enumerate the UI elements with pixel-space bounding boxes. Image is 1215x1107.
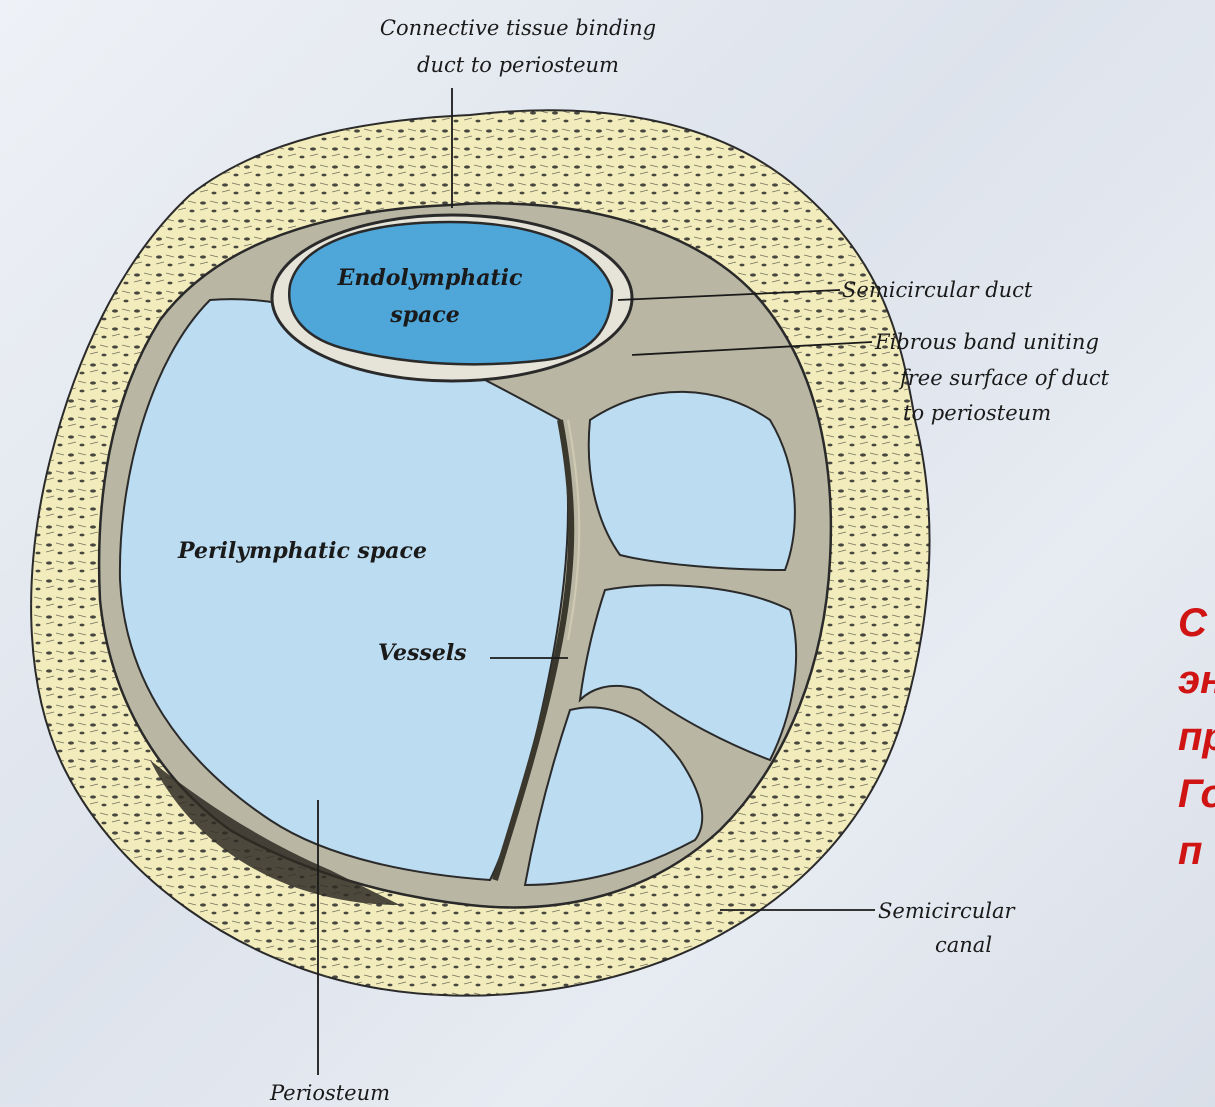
label-endolymphatic-line2: space xyxy=(389,302,459,328)
side-caption-line3: пр xyxy=(1178,709,1215,766)
perilymph-compartment-1 xyxy=(589,392,795,570)
label-periosteum: Periosteum xyxy=(269,1081,390,1105)
side-caption-line4: Го xyxy=(1178,766,1215,823)
side-caption-line1: С xyxy=(1178,595,1215,652)
endolymphatic-space xyxy=(289,222,612,364)
label-connective-tissue-line1: Connective tissue binding xyxy=(380,16,656,40)
label-semicircular-canal-line1: Semicircular xyxy=(878,899,1016,923)
side-caption-line5: п xyxy=(1178,823,1215,880)
label-fibrous-band-line3: to periosteum xyxy=(903,401,1051,425)
label-fibrous-band-line2: free surface of duct xyxy=(898,366,1110,390)
label-perilymphatic-space: Perilymphatic space xyxy=(177,538,427,564)
label-connective-tissue-line2: duct to periosteum xyxy=(417,53,619,77)
label-fibrous-band-line1: Fibrous band uniting xyxy=(874,330,1099,354)
side-caption-line2: эн xyxy=(1178,652,1215,709)
label-endolymphatic-line1: Endolymphatic xyxy=(337,265,523,291)
label-vessels: Vessels xyxy=(378,640,467,666)
label-semicircular-duct: Semicircular duct xyxy=(842,278,1033,302)
label-semicircular-canal-line2: canal xyxy=(935,933,992,957)
